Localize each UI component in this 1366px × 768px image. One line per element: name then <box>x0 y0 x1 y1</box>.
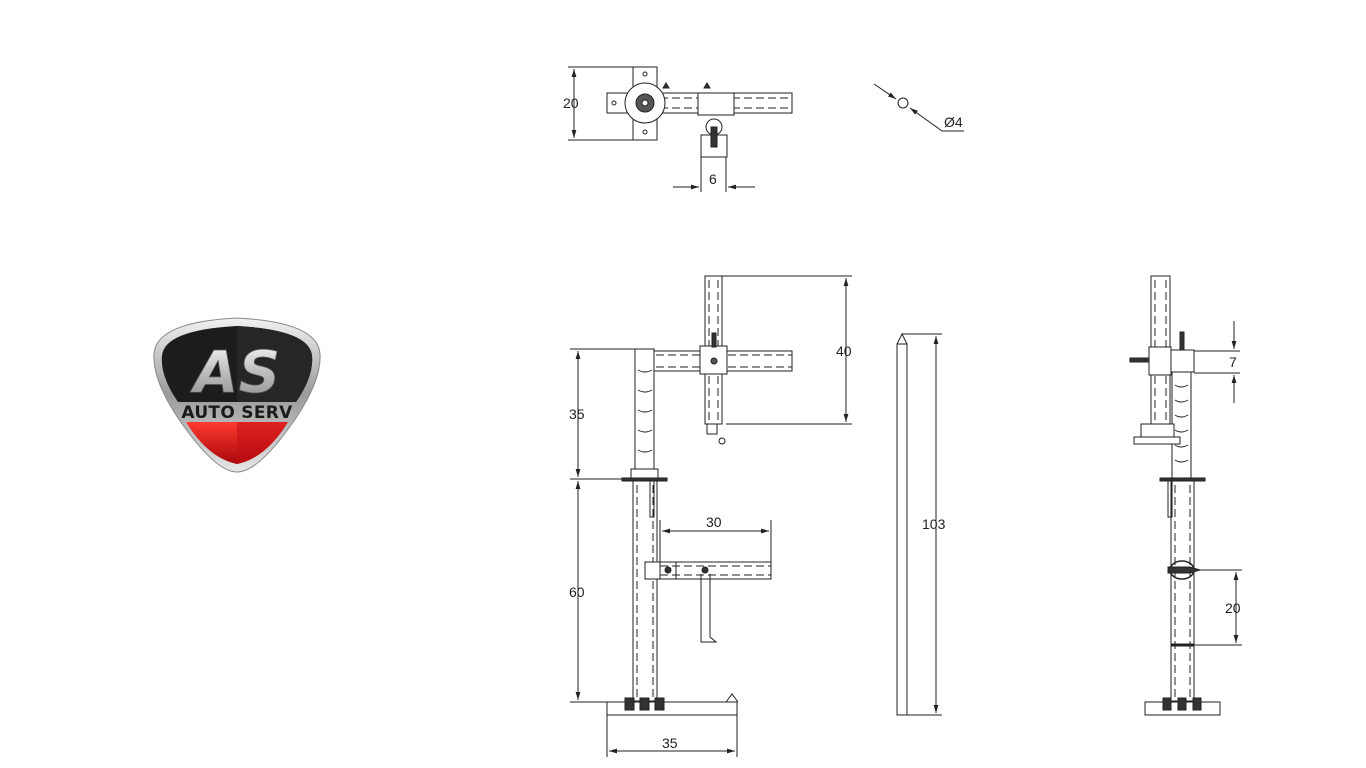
side-view <box>1129 275 1242 716</box>
pin-detail <box>873 83 964 132</box>
dim-pin-diameter: Ø4 <box>944 114 963 130</box>
dim-lower-column: 60 <box>569 584 585 600</box>
logo-brand-name: AUTO SERV <box>181 403 293 423</box>
dim-upper-column: 35 <box>569 406 585 422</box>
dim-pin-spacing: 20 <box>1225 600 1241 616</box>
dim-top-height: 20 <box>563 95 579 111</box>
dim-rod-length: 103 <box>922 516 946 532</box>
dim-clamp-height: 7 <box>1229 354 1237 370</box>
front-view <box>570 275 852 757</box>
dim-base-width: 35 <box>662 735 678 751</box>
dim-top-width: 6 <box>709 171 717 187</box>
rod-view <box>896 332 942 716</box>
dim-arm-height: 40 <box>836 343 852 359</box>
top-view <box>568 66 793 192</box>
dim-side-arm: 30 <box>706 514 722 530</box>
auto-serv-logo: AS AUTO SERV <box>153 317 321 473</box>
logo-monogram: AS <box>190 338 281 406</box>
